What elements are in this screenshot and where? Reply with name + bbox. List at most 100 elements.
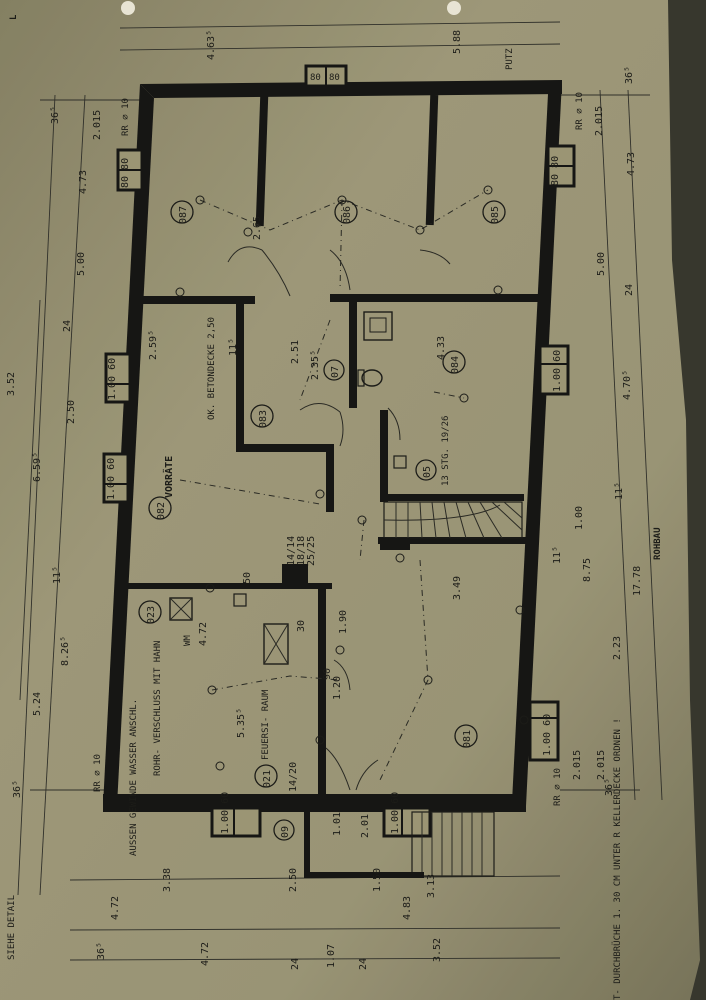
- fixtures: [169, 311, 407, 665]
- svg-text:17.78: 17.78: [632, 566, 643, 596]
- svg-text:2.50: 2.50: [288, 868, 299, 892]
- siehe-detail-label: SIEHE DETAIL: [7, 895, 17, 960]
- room-023: 023: [138, 600, 162, 624]
- svg-text:80: 80: [310, 73, 321, 83]
- svg-text:36⁵: 36⁵: [604, 778, 615, 796]
- svg-text:24: 24: [290, 958, 301, 970]
- room-083: 083: [250, 404, 274, 428]
- svg-text:25/25: 25/25: [306, 536, 317, 566]
- window: [102, 452, 130, 504]
- room-082: 082: [148, 496, 172, 520]
- svg-text:081: 081: [462, 730, 473, 748]
- svg-text:05: 05: [422, 466, 433, 478]
- svg-text:4.70⁵: 4.70⁵: [622, 370, 633, 400]
- svg-text:36⁵: 36⁵: [50, 106, 61, 124]
- window-label: 80 80: [550, 156, 561, 186]
- svg-text:2.51: 2.51: [290, 340, 301, 364]
- svg-text:24: 24: [358, 958, 369, 970]
- svg-text:3.52: 3.52: [432, 938, 443, 962]
- dimension-values: 17.78 8.75 2.23 5.00 5.00 4.73 4.73 2.01…: [6, 30, 643, 970]
- putz-label: PUTZ: [505, 48, 515, 70]
- svg-text:3.52: 3.52: [6, 372, 17, 396]
- window: [538, 344, 570, 396]
- svg-text:3.13: 3.13: [426, 874, 437, 898]
- window: [210, 806, 262, 838]
- svg-text:11⁵: 11⁵: [52, 566, 63, 584]
- svg-text:07: 07: [330, 366, 341, 378]
- svg-text:14/14: 14/14: [286, 536, 297, 566]
- punch-hole: [447, 1, 461, 15]
- electrical-circuits: [179, 189, 489, 781]
- svg-text:8.26⁵: 8.26⁵: [60, 636, 71, 666]
- svg-text:1.20: 1.20: [332, 676, 343, 700]
- svg-text:5.88: 5.88: [452, 30, 463, 54]
- svg-text:4.33: 4.33: [436, 336, 447, 360]
- svg-text:80: 80: [329, 73, 340, 83]
- svg-text:085: 085: [490, 206, 501, 224]
- svg-text:4.83: 4.83: [402, 896, 413, 920]
- svg-text:5.00: 5.00: [596, 252, 607, 276]
- room-086: 086: [334, 200, 358, 224]
- svg-text:023: 023: [146, 606, 157, 624]
- svg-text:5.24: 5.24: [32, 692, 43, 716]
- svg-text:11⁵: 11⁵: [228, 338, 239, 356]
- svg-text:11⁵: 11⁵: [614, 482, 625, 500]
- aussen-label: AUSSEN GEWINDE WASSER ANSCHL.: [129, 699, 139, 856]
- punch-hole: [121, 1, 135, 15]
- svg-text:083: 083: [258, 410, 269, 428]
- svg-text:082: 082: [156, 502, 167, 520]
- rr-label: RR ⌀ 10: [575, 92, 585, 130]
- window-label: 1.00 60: [106, 458, 117, 500]
- room-087: 087: [170, 200, 194, 224]
- room-07: 07: [323, 359, 345, 381]
- svg-text:24: 24: [624, 284, 635, 296]
- svg-text:2.015: 2.015: [92, 110, 103, 140]
- durchbrueche-note: T- DURCHBRÜCHE 1. 30 CM UNTER R KELLERDE…: [612, 718, 623, 1000]
- stufen-label: 13 STG. 19/26: [441, 416, 451, 486]
- rohbau-label: ROHBAU: [653, 527, 663, 560]
- svg-text:2.015: 2.015: [572, 750, 583, 780]
- svg-text:086: 086: [342, 206, 353, 224]
- toilet-fixture: [361, 369, 383, 387]
- window: [116, 148, 144, 192]
- svg-text:2.015: 2.015: [596, 750, 607, 780]
- room-05: 05: [415, 459, 437, 481]
- svg-text:2.50: 2.50: [66, 400, 77, 424]
- svg-text:1.90: 1.90: [338, 610, 349, 634]
- svg-text:1.07: 1.07: [326, 944, 337, 968]
- svg-text:36⁵: 36⁵: [96, 942, 107, 960]
- svg-text:36⁵: 36⁵: [624, 66, 635, 84]
- svg-text:1.01: 1.01: [332, 812, 343, 836]
- window: [104, 352, 132, 404]
- svg-text:3.49: 3.49: [452, 576, 463, 600]
- entrance-stairs: [304, 811, 495, 878]
- svg-text:4.72: 4.72: [198, 622, 209, 646]
- room-081: 081: [454, 724, 478, 748]
- svg-text:2.59⁵: 2.59⁵: [148, 330, 159, 360]
- svg-text:4.72: 4.72: [200, 942, 211, 966]
- room-085: 085: [482, 200, 506, 224]
- window-label: 1.00 60: [390, 792, 401, 834]
- rohr-label: ROHR- VERSCHLUSS MIT HAHN: [153, 641, 163, 776]
- svg-text:2.35⁵: 2.35⁵: [310, 350, 321, 380]
- room-021: 021: [254, 764, 278, 788]
- window-label: 1.00 60: [107, 358, 118, 400]
- svg-text:2.23: 2.23: [612, 636, 623, 660]
- dimension-lines: [17, 21, 663, 961]
- svg-text:1.50: 1.50: [372, 868, 383, 892]
- svg-text:4.73: 4.73: [78, 170, 89, 194]
- staircase: [380, 501, 523, 550]
- window-label: 1.00 60: [552, 350, 563, 392]
- svg-text:30: 30: [296, 620, 307, 632]
- window: [528, 700, 560, 762]
- svg-text:4.63⁵: 4.63⁵: [206, 30, 217, 60]
- light-outlets: [175, 185, 529, 771]
- wm-label: WM: [183, 635, 193, 646]
- washing-machine-fixture: [169, 597, 193, 621]
- svg-text:3.38: 3.38: [162, 868, 173, 892]
- svg-text:1.00: 1.00: [574, 506, 585, 530]
- svg-text:36⁵: 36⁵: [12, 780, 23, 798]
- svg-text:8.75: 8.75: [582, 558, 593, 582]
- svg-text:50: 50: [242, 572, 253, 584]
